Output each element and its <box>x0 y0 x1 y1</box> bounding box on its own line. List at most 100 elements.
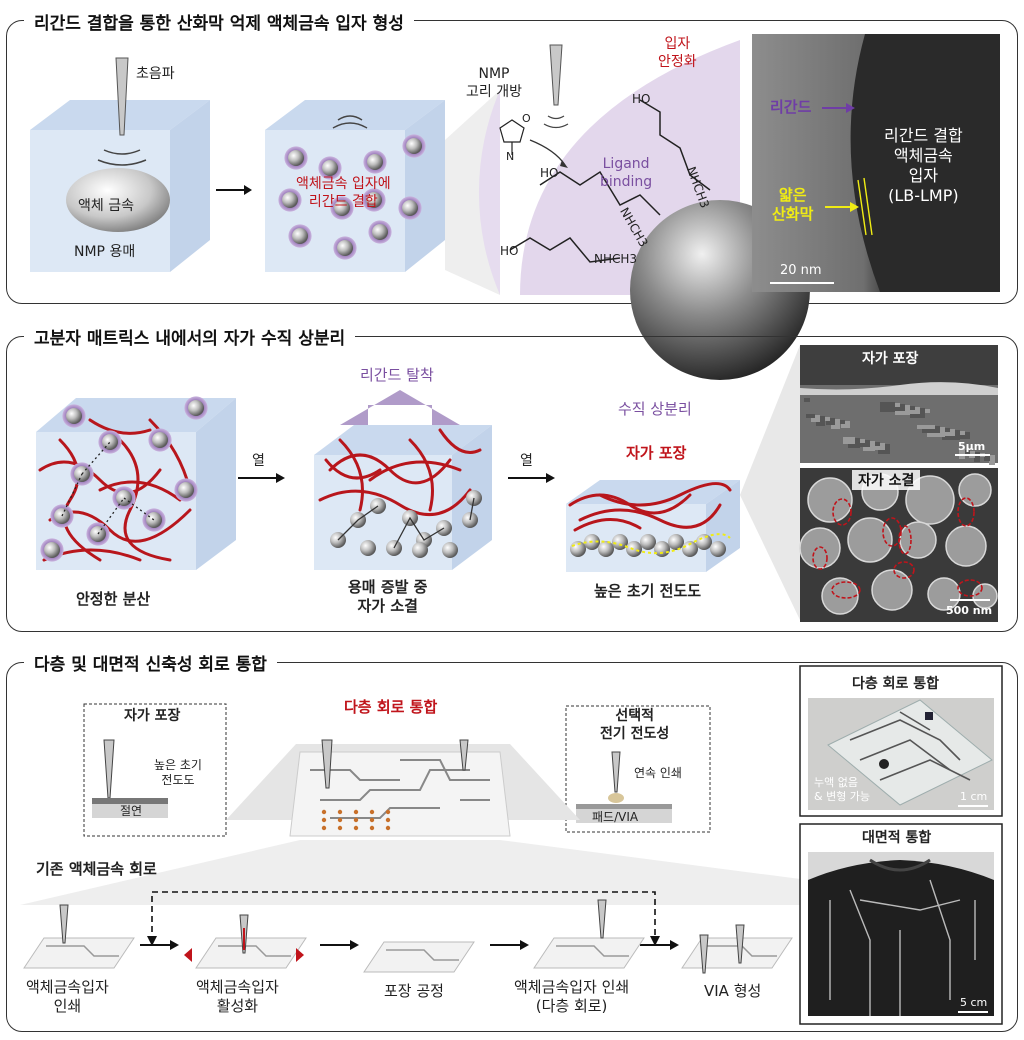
sintering-particle <box>360 540 376 556</box>
nmp-solvent-label: NMP 용매 <box>74 244 136 260</box>
inset-left-title: 자가 포장 <box>124 708 181 724</box>
evaporation-cube <box>318 428 482 558</box>
inset-left-box <box>83 703 227 837</box>
mol-label-ho1: HO <box>540 166 559 180</box>
mol-label-nhch3-2: NHCH3 <box>594 252 638 266</box>
print-nozzle <box>735 924 745 964</box>
step-arrowhead <box>170 940 179 950</box>
sem-grain <box>880 402 895 412</box>
sem-bottom-title: 자가 소결 <box>852 470 921 490</box>
inset-right-title: 선택적 전기 전도성 <box>600 708 670 742</box>
liquid-metal-label: 액체 금속 <box>78 198 134 214</box>
percolated-particle <box>682 541 698 557</box>
shirt-trace <box>859 899 961 911</box>
panel2-graphics <box>36 345 998 622</box>
step-arrowhead <box>350 940 359 950</box>
percolated-particle <box>668 534 684 550</box>
board-trace <box>386 949 459 961</box>
percolated-particle <box>710 541 726 557</box>
ligand-particle <box>402 200 418 216</box>
sem-grain <box>858 440 870 447</box>
sem-grain <box>831 419 840 429</box>
dispersed-particle <box>66 408 82 424</box>
process-board <box>363 941 475 973</box>
via-dot <box>385 809 391 815</box>
component <box>879 759 889 769</box>
ligand-particle <box>372 224 388 240</box>
percolated-particle <box>612 534 628 550</box>
shirt-trace <box>929 879 951 1000</box>
polymer-chain <box>118 438 172 562</box>
percolated-particle <box>654 541 670 557</box>
via-dot <box>369 825 375 831</box>
sintered-grain <box>945 525 987 567</box>
step-5-label: VIA 형성 <box>704 982 762 1000</box>
chip <box>925 712 933 720</box>
inset-right-box <box>565 705 711 833</box>
trace <box>330 807 440 819</box>
neck-marker <box>898 525 912 555</box>
print-nozzle <box>59 904 69 944</box>
polymer-chain <box>338 438 364 512</box>
stable-dispersion-cube <box>38 396 208 562</box>
dispersed-particle <box>188 400 204 416</box>
sem-grain <box>974 452 980 462</box>
polymer-chain <box>324 458 382 480</box>
polymer-chain <box>328 453 452 485</box>
step-4-label: 액체금속입자 인쇄 (다층 회로) <box>514 978 630 1015</box>
ligand-particle <box>406 138 422 154</box>
sem-grain <box>917 425 935 429</box>
sem-grain <box>843 437 855 444</box>
process-board <box>23 937 135 969</box>
sem-top-scale: 5μm <box>958 440 986 453</box>
tem-oxide-label: 얇은 산화막 <box>772 186 814 223</box>
step-arrows <box>140 940 679 950</box>
photo1-title: 다층 회로 통합 <box>852 676 940 692</box>
board-trace <box>46 945 119 957</box>
photo-trace <box>859 739 951 771</box>
step-2-label: 액체금속입자 활성화 <box>196 978 279 1015</box>
photo-trace <box>879 759 971 781</box>
sintered-grain <box>807 477 853 523</box>
mol-label-o: O <box>522 112 531 125</box>
tem-ligand-label: 리간드 <box>770 98 812 116</box>
panel2-title: 고분자 매트릭스 내에서의 자가 수직 상분리 <box>24 324 356 349</box>
polymer-chain <box>598 482 732 507</box>
inset-left-high: 높은 초기 전도도 <box>154 758 202 787</box>
inset-left-insulation: 절연 <box>120 804 143 818</box>
ligand-particle <box>367 154 383 170</box>
ligand-particle <box>288 150 304 166</box>
percolated-particle <box>598 541 614 557</box>
sinter-paths <box>337 497 475 549</box>
sintering-particle <box>412 542 428 558</box>
percolated-particle <box>640 534 656 550</box>
ligand-particles <box>278 134 426 260</box>
neck-marker <box>812 546 828 570</box>
ligand-particle <box>282 192 298 208</box>
conduction-path <box>571 533 731 555</box>
via-dot <box>321 825 327 831</box>
polymer-chain <box>408 438 434 512</box>
mol-label-ho2: HO <box>500 244 519 258</box>
inset-right-pad: 패드/VIA <box>592 810 639 824</box>
panel-phase-separation <box>6 336 1018 632</box>
sem-grain <box>806 414 815 418</box>
photo2-scale: 5 cm <box>960 996 988 1009</box>
board-trace <box>704 945 777 957</box>
dispersed-particle <box>152 432 168 448</box>
neck-marker <box>957 497 975 527</box>
dispersed-particle <box>178 482 194 498</box>
sem-top-texture <box>804 398 995 465</box>
sintering-particle <box>442 542 458 558</box>
ligand-particle <box>334 200 350 216</box>
ultrasound-label: 초음파 <box>136 66 175 82</box>
via-dot <box>337 825 343 831</box>
neck-marker <box>893 561 915 579</box>
step-1-label: 액체금속입자 인쇄 <box>26 978 109 1015</box>
nmp-ring-open-label: NMP 고리 개방 <box>466 66 522 100</box>
particle-stable-label: 입자 안정화 <box>658 36 697 70</box>
ligand-binding-en-label: Ligand binding <box>600 156 653 190</box>
sintered-grain <box>821 577 859 615</box>
neck-marker <box>957 579 983 597</box>
liquid-metal-blob <box>66 168 170 232</box>
